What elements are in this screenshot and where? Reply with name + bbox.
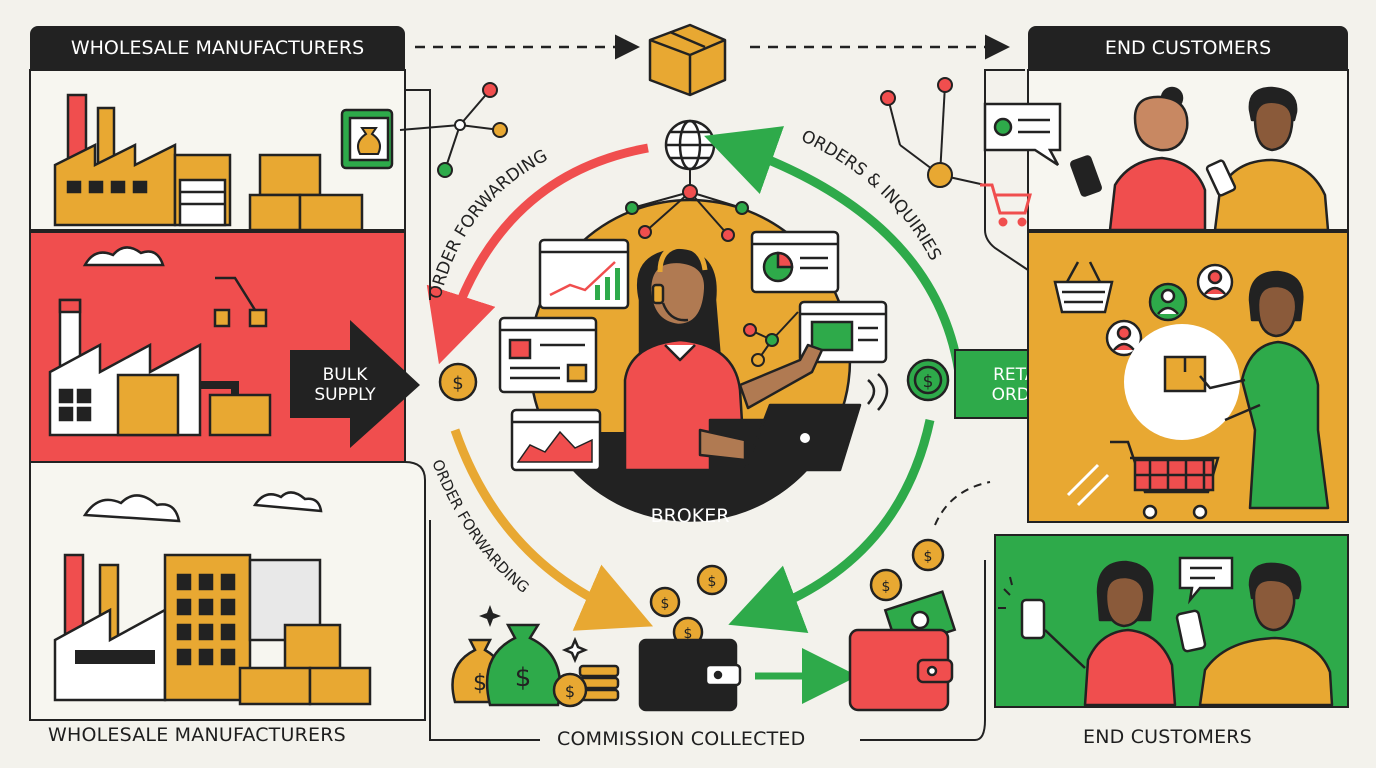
decorative-lines xyxy=(1066,463,1110,507)
customer-avatar xyxy=(1175,562,1334,707)
panel-connector xyxy=(984,69,1029,271)
svg-text:$: $ xyxy=(708,574,717,590)
user-circle-icon xyxy=(1148,282,1188,322)
shopper-avatar xyxy=(1199,270,1330,510)
manufacturers-header: WHOLESALE MANUFACTURERS xyxy=(30,26,405,70)
dashed-connector xyxy=(934,481,991,526)
basket-icon xyxy=(1053,261,1114,314)
package-icon xyxy=(1163,355,1207,393)
network-icon xyxy=(399,82,508,178)
user-circle-icon xyxy=(1105,319,1143,357)
customer-avatar xyxy=(1205,86,1330,232)
customer-avatar xyxy=(998,560,1177,707)
commission-collected-label: COMMISSION COLLECTED xyxy=(557,728,806,750)
globe-icon xyxy=(664,119,716,171)
customers-footer: END CUSTOMERS xyxy=(1083,726,1252,748)
wallet-icon xyxy=(638,638,742,712)
package-icon xyxy=(648,23,727,97)
shopping-cart-icon xyxy=(1110,440,1220,520)
svg-text:$: $ xyxy=(473,671,487,696)
coins-stack-icon: $ $ $ xyxy=(649,564,728,648)
commission-return-arc xyxy=(728,419,935,633)
shopping-cart-icon xyxy=(980,183,1032,227)
orders-inquiries-arc xyxy=(704,126,965,381)
factory-icon xyxy=(53,491,372,706)
svg-text:$: $ xyxy=(882,579,891,595)
manufacturers-panel xyxy=(29,69,426,721)
svg-text:$: $ xyxy=(565,682,575,701)
svg-text:$: $ xyxy=(684,626,693,642)
network-icon xyxy=(625,170,749,242)
bulk-supply-arrow: BULK SUPPLY xyxy=(290,320,420,448)
customers-header: END CUSTOMERS xyxy=(1028,26,1348,70)
svg-text:$: $ xyxy=(924,549,933,565)
network-icon xyxy=(743,311,799,367)
manufacturers-footer: WHOLESALE MANUFACTURERS xyxy=(48,724,346,746)
order-forwarding-arc xyxy=(426,143,649,365)
money-bag-card-icon xyxy=(340,108,394,170)
coin-icon: $ xyxy=(906,358,950,402)
broker-avatar xyxy=(623,243,889,472)
network-icon xyxy=(880,77,986,188)
panel-connector xyxy=(429,520,986,741)
cash-wallet-icon xyxy=(848,590,957,712)
boxes-icon xyxy=(248,153,364,232)
browser-window-icon xyxy=(798,300,888,364)
pie-window-icon xyxy=(750,230,840,294)
order-forwarding-arc-lower xyxy=(450,428,654,631)
money-bags-icon: $ $ $ xyxy=(451,605,620,708)
user-circle-icon xyxy=(1196,263,1234,301)
factory-icon xyxy=(48,246,272,437)
document-window-icon xyxy=(498,316,598,394)
chat-bubble-icon xyxy=(1178,556,1234,605)
chat-bubble-icon xyxy=(983,102,1062,167)
panel-connector xyxy=(405,89,431,300)
coin-icon: $ xyxy=(438,362,478,402)
chart-window-icon xyxy=(538,238,630,310)
svg-text:$: $ xyxy=(923,372,934,392)
svg-text:$: $ xyxy=(515,663,532,693)
coin-icon: $ $ xyxy=(869,538,945,602)
factory-icon xyxy=(53,93,232,227)
area-chart-window-icon xyxy=(510,408,602,472)
svg-text:$: $ xyxy=(452,373,463,394)
svg-text:$: $ xyxy=(661,596,670,612)
bulk-supply-label-line1: BULK xyxy=(323,365,369,385)
bulk-supply-label-line2: SUPPLY xyxy=(314,385,376,405)
customer-avatar xyxy=(1070,86,1207,232)
broker-label: BROKER xyxy=(651,505,730,527)
